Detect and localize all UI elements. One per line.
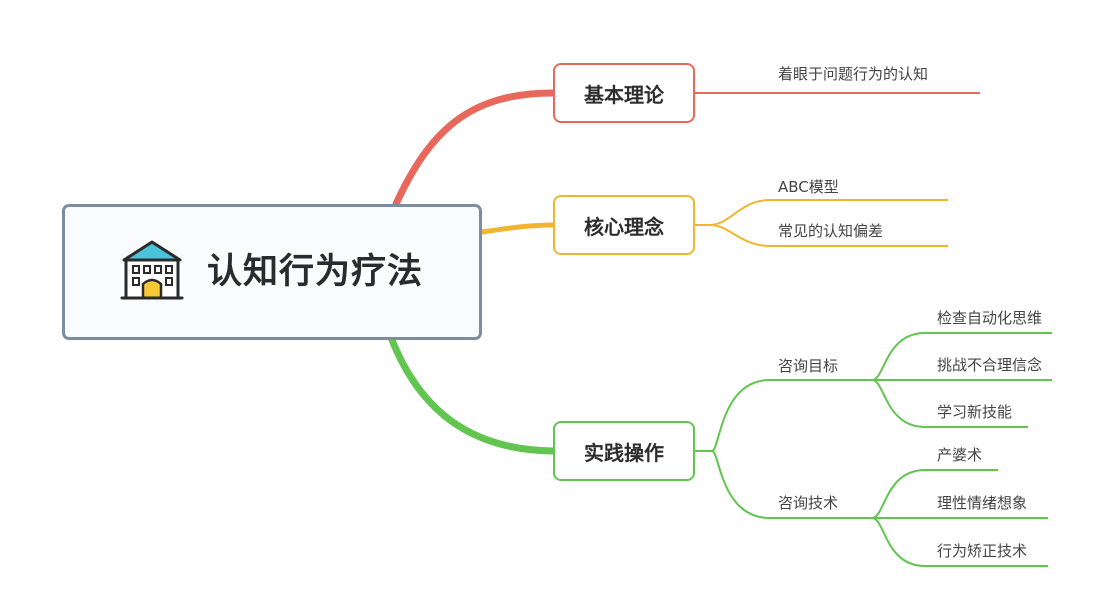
connector-core-concept-leaf-2 bbox=[709, 224, 948, 247]
leaf-behavior-modification[interactable]: 行为矫正技术 bbox=[937, 542, 1028, 560]
leaf-socratic-method[interactable]: 产婆术 bbox=[937, 446, 983, 464]
branch-core-concept[interactable]: 核心理念 bbox=[553, 195, 695, 255]
leaf-cognitive-bias[interactable]: 常见的认知偏差 bbox=[778, 222, 884, 240]
branch-basic-theory[interactable]: 基本理论 bbox=[553, 63, 695, 123]
leaf-check-automatic-thoughts[interactable]: 检查自动化思维 bbox=[937, 309, 1043, 327]
connector-group-1-leaf-3 bbox=[871, 379, 1028, 428]
connector-root-core-concept bbox=[479, 222, 556, 235]
connector-group-2-leaf-3 bbox=[871, 517, 1048, 567]
leaf-rational-emotive-imagery[interactable]: 理性情绪想象 bbox=[937, 494, 1028, 512]
leaf-problem-behavior-cognition[interactable]: 着眼于问题行为的认知 bbox=[778, 65, 929, 83]
group-counseling-techniques[interactable]: 咨询技术 bbox=[778, 494, 839, 512]
connector-group-1-leaf-1 bbox=[871, 332, 1052, 381]
leaf-learn-new-skills[interactable]: 学习新技能 bbox=[937, 403, 1013, 421]
group-counseling-goals[interactable]: 咨询目标 bbox=[778, 357, 839, 375]
connector-practice-group-2 bbox=[711, 450, 872, 519]
branch-practice[interactable]: 实践操作 bbox=[553, 421, 695, 481]
leaf-abc-model[interactable]: ABC模型 bbox=[778, 178, 839, 196]
connector-root-basic-theory bbox=[392, 89, 557, 208]
root-title: 认知行为疗法 bbox=[207, 252, 424, 292]
house-icon bbox=[120, 240, 184, 300]
connector-practice-group-1 bbox=[695, 379, 872, 452]
connector-root-practice bbox=[388, 336, 557, 455]
connector-group-2-leaf-1 bbox=[871, 469, 998, 519]
leaf-challenge-irrational-beliefs[interactable]: 挑战不合理信念 bbox=[937, 356, 1043, 374]
